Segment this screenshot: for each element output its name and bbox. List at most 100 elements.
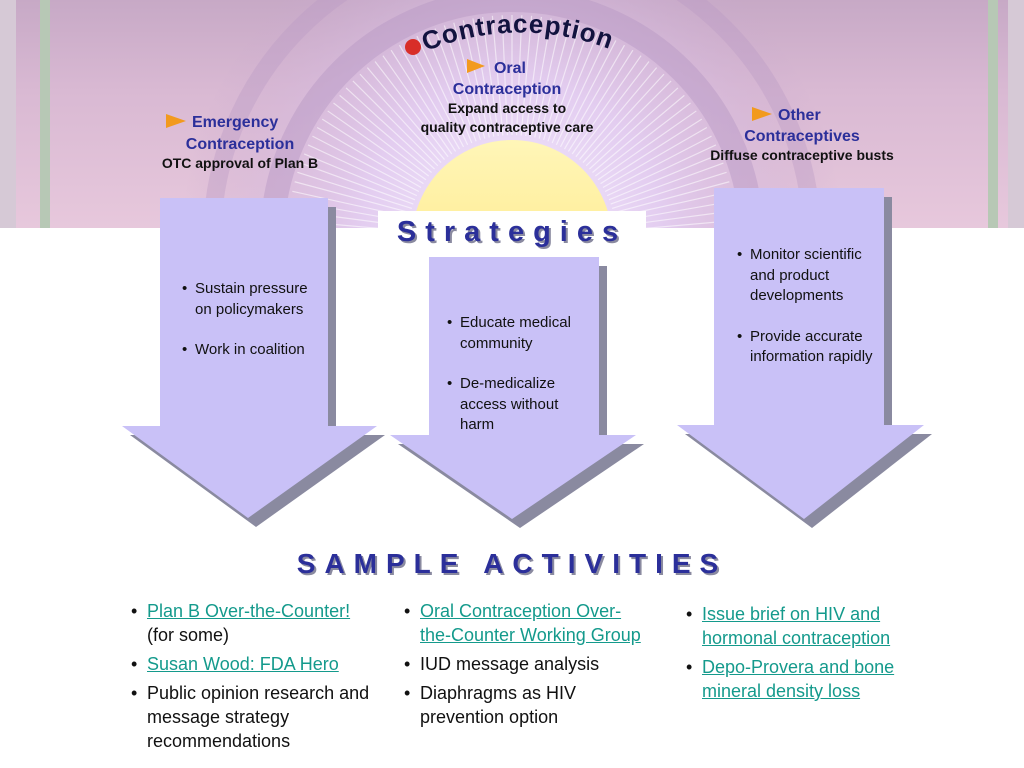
sun-ray xyxy=(575,61,650,158)
strategies-label: Strategies xyxy=(396,216,628,248)
sun-ray xyxy=(563,44,626,150)
activities-column-2: Oral Contraception Over-the-Counter Work… xyxy=(400,599,650,734)
sun-ray xyxy=(515,15,523,136)
sun-ray xyxy=(294,181,411,214)
sun-ray xyxy=(582,73,665,163)
hiv-hormonal-brief-link[interactable]: Issue brief on HIV and hormonal contrace… xyxy=(702,604,891,648)
sun-ray xyxy=(443,25,481,141)
sun-ray xyxy=(390,49,457,152)
sun-ray xyxy=(398,44,461,150)
sun-ray xyxy=(597,110,697,181)
sun-ray xyxy=(559,40,617,148)
sun-ray xyxy=(610,162,724,205)
sun-ray xyxy=(345,87,435,170)
sun-ray xyxy=(600,118,703,185)
sun-ray xyxy=(602,126,708,189)
sun-ray xyxy=(534,20,562,138)
sun-ray xyxy=(543,25,581,141)
sun-ray xyxy=(501,15,509,136)
list-item: Monitor scientific and product developme… xyxy=(735,245,875,307)
list-item: Sustain pressure on policymakers xyxy=(180,279,326,320)
sun-ray xyxy=(382,55,453,155)
sun-ray xyxy=(416,35,469,146)
emergency-heading-line2: Contraception xyxy=(185,136,295,153)
sun-ray xyxy=(567,49,634,152)
sun-ray xyxy=(555,35,608,146)
sun-ray xyxy=(425,31,473,144)
sun-ray xyxy=(303,153,416,201)
other-subheading: Diffuse contraceptive busts xyxy=(710,147,894,163)
sun-ray xyxy=(589,87,679,170)
sun-ray xyxy=(551,31,599,144)
sun-ray xyxy=(606,144,717,197)
oral-subheading-line1: Expand access to xyxy=(447,100,567,116)
red-dot-icon xyxy=(405,39,421,55)
sun-ray xyxy=(525,16,542,136)
left-green-stripe xyxy=(40,0,50,228)
sun-ray xyxy=(592,94,685,173)
sun-ray xyxy=(312,135,420,193)
sun-ray xyxy=(571,55,642,155)
orange-triangle-icon xyxy=(166,114,186,128)
list-item: Educate medical community xyxy=(445,313,595,354)
sun-ray xyxy=(333,102,430,177)
sun-ray xyxy=(359,73,442,163)
other-heading-line1: Other xyxy=(778,107,821,124)
sun-ray xyxy=(472,18,495,137)
header-banner: Contraception Emergency Contraception OT… xyxy=(0,0,1024,228)
plan-b-note: (for some) xyxy=(147,625,230,645)
sun-ray xyxy=(613,181,730,214)
list-item: Work in coalition xyxy=(180,340,326,361)
list-item: Depo-Provera and bone mineral density lo… xyxy=(682,655,922,703)
list-item: Provide accurate information rapidly xyxy=(735,327,875,368)
list-item: Public opinion research and message stra… xyxy=(127,681,377,753)
sun-ray xyxy=(366,67,445,160)
title-group: Contraception xyxy=(166,8,772,128)
sun-ray xyxy=(307,144,418,197)
sun-ray xyxy=(321,118,424,185)
emergency-heading-line1: Emergency xyxy=(192,114,279,131)
activities-column-1: Plan B Over-the-Counter! (for some) Susa… xyxy=(127,599,377,758)
sun-ray xyxy=(547,28,590,142)
sun-ray xyxy=(611,171,727,209)
oral-heading-line1: Oral xyxy=(493,60,526,77)
list-item: De-medicalize access without harm xyxy=(445,374,595,436)
sun-ray xyxy=(538,22,571,139)
sun-ray xyxy=(491,15,504,136)
other-heading-line2: Contraceptives xyxy=(744,128,860,145)
list-item: Plan B Over-the-Counter! (for some) xyxy=(127,599,377,647)
sun-ray xyxy=(453,22,486,139)
list-item: Issue brief on HIV and hormonal contrace… xyxy=(682,602,922,650)
left-strategy-list: Sustain pressure on policymakers Work in… xyxy=(180,279,326,361)
oral-subheading-line2: quality contraceptive care xyxy=(420,119,594,135)
left-edge-stripe xyxy=(0,0,16,228)
sun-ray xyxy=(482,16,499,136)
oral-contraception-otc-link[interactable]: Oral Contraception Over-the-Counter Work… xyxy=(420,601,641,645)
sun-ray xyxy=(327,110,427,181)
sun-ray xyxy=(374,61,449,158)
activities-column-3: Issue brief on HIV and hormonal contrace… xyxy=(682,602,922,708)
sun-ray xyxy=(604,135,712,193)
susan-wood-link[interactable]: Susan Wood: FDA Hero xyxy=(147,654,339,674)
sun-ray xyxy=(434,28,477,142)
orange-triangle-icon xyxy=(752,107,772,121)
depo-provera-link[interactable]: Depo-Provera and bone mineral density lo… xyxy=(702,657,895,701)
center-strategy-list: Educate medical community De-medicalize … xyxy=(445,313,595,436)
sun-ray xyxy=(297,171,413,209)
orange-triangle-icon xyxy=(467,59,485,73)
sun-ray xyxy=(352,80,439,167)
list-item: Susan Wood: FDA Hero xyxy=(127,652,377,676)
sun-ray xyxy=(529,18,552,137)
sample-activities-heading: SAMPLE ACTIVITIES xyxy=(296,548,728,579)
sun-ray xyxy=(608,153,721,201)
sunburst-art xyxy=(182,0,842,228)
sun-ray xyxy=(316,126,422,189)
sun-ray xyxy=(579,67,658,160)
strategies-label-box xyxy=(378,211,646,253)
emergency-subheading: OTC approval of Plan B xyxy=(161,155,319,171)
left-arrow xyxy=(122,198,385,527)
plan-b-otc-link[interactable]: Plan B Over-the-Counter! xyxy=(147,601,351,621)
oral-heading-line2: Contraception xyxy=(452,81,562,98)
right-edge-stripe xyxy=(1008,0,1024,228)
sun-ray xyxy=(520,15,533,136)
